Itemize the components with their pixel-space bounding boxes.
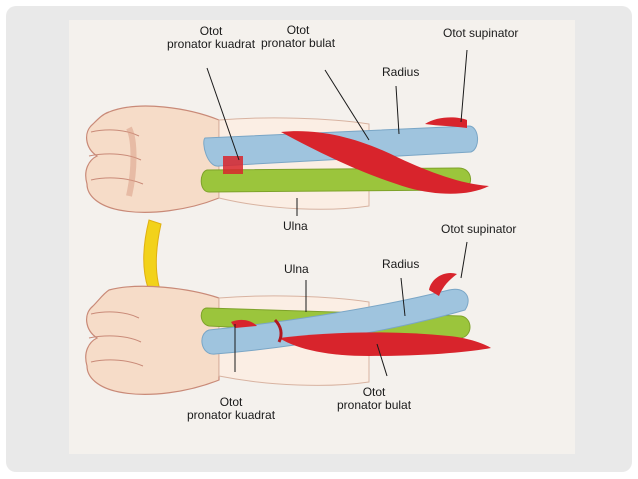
- label-bottom-pronator-bulat-line2: pronator bulat: [337, 398, 412, 412]
- label-top-radius: Radius: [382, 65, 420, 79]
- bottom-pronator-kuadrat-muscle: [231, 319, 257, 328]
- label-bottom-pronator-kuadrat-line2: pronator kuadrat: [187, 408, 276, 422]
- label-top-ulna: Ulna: [283, 219, 308, 233]
- label-top-pronator-kuadrat-line2: pronator kuadrat: [167, 37, 256, 51]
- forearm-diagram: [85, 49, 491, 395]
- label-top-pronator-bulat: Otot pronator bulat: [261, 24, 335, 50]
- label-top-pronator-kuadrat: Otot pronator kuadrat: [167, 25, 255, 51]
- label-bottom-radius: Radius: [382, 257, 420, 271]
- label-bottom-supinator: Otot supinator: [441, 222, 517, 236]
- bottom-radius-bone: [201, 288, 469, 355]
- leader-lines: [206, 49, 468, 377]
- forearm-anatomy-figure: Otot pronator kuadrat Otot pronator bula…: [69, 20, 575, 454]
- label-top-pronator-kuadrat-line1: Otot: [199, 24, 223, 38]
- label-top-supinator: Otot supinator: [443, 26, 519, 40]
- bottom-pronator-bulat-muscle: [279, 332, 491, 356]
- label-bottom-pronator-kuadrat: Otot pronator kuadrat: [187, 396, 275, 422]
- label-top-pronator-bulat-line1: Otot: [286, 23, 310, 37]
- bottom-supinator-muscle: [429, 272, 457, 296]
- label-bottom-pronator-bulat-line1: Otot: [362, 385, 386, 399]
- label-bottom-pronator-kuadrat-line1: Otot: [219, 395, 243, 409]
- top-supinator-muscle: [425, 117, 467, 128]
- top-pronator-bulat-muscle: [281, 131, 489, 194]
- top-pronator-kuadrat-muscle: [223, 156, 243, 174]
- label-bottom-ulna: Ulna: [284, 262, 309, 276]
- label-top-pronator-bulat-line2: pronator bulat: [261, 36, 336, 50]
- label-bottom-pronator-bulat: Otot pronator bulat: [337, 386, 411, 412]
